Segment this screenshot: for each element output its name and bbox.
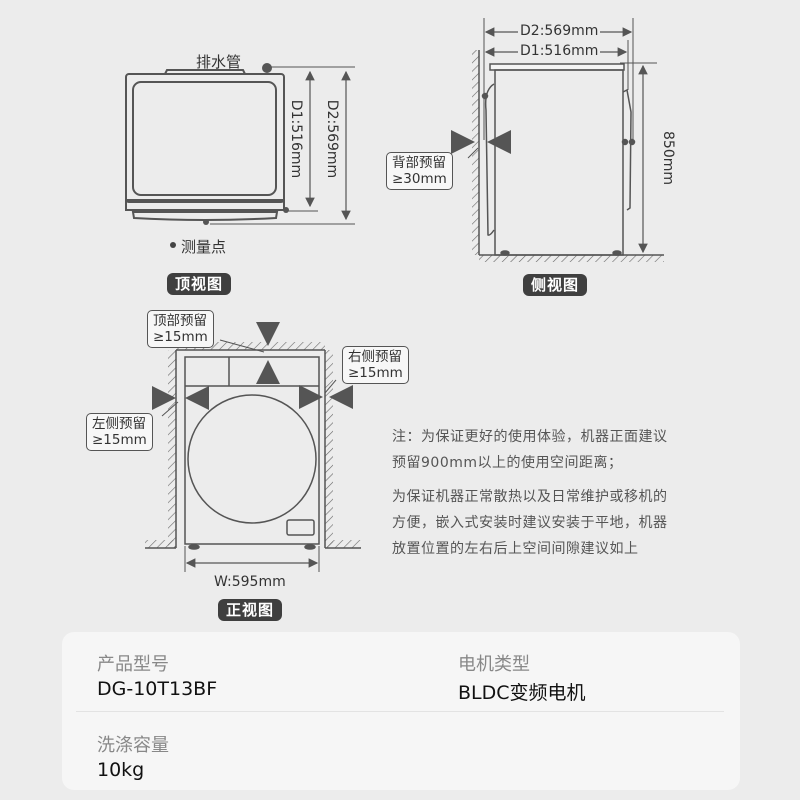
width-dimension-label: W:595mm bbox=[214, 574, 286, 590]
top-view-title: 顶视图 bbox=[167, 273, 232, 295]
note2-line2: 方便，嵌入式安装时建议安装于平地，机器 bbox=[392, 515, 668, 531]
front-view-drawing bbox=[145, 322, 361, 572]
note-front-space: 注：为保证更好的使用体验，机器正面建议 预留900mm以上的使用空间距离； bbox=[392, 424, 752, 476]
spec-model-value: DG-10T13BF bbox=[97, 678, 218, 700]
right-clearance-title: 右侧预留 bbox=[348, 349, 402, 365]
spec-divider bbox=[76, 711, 724, 712]
right-clearance-value: ≥15mm bbox=[348, 365, 403, 381]
top-clearance-value: ≥15mm bbox=[153, 329, 208, 345]
back-clearance-value: ≥30mm bbox=[392, 171, 447, 187]
spec-motor-value: BLDC变频电机 bbox=[458, 682, 586, 704]
d1-dimension-label: D1:516mm bbox=[288, 97, 305, 181]
note-clearance: 为保证机器正常散热以及日常维护或移机的 方便，嵌入式安装时建议安装于平地，机器 … bbox=[392, 484, 752, 562]
side-view-drawing bbox=[451, 18, 664, 262]
back-clearance-callout: 背部预留 ≥30mm bbox=[386, 152, 453, 190]
back-clearance-title: 背部预留 bbox=[392, 155, 446, 171]
measure-point-label: 测量点 bbox=[181, 238, 227, 256]
top-clearance-title: 顶部预留 bbox=[153, 313, 207, 329]
left-clearance-callout: 左侧预留 ≥15mm bbox=[86, 413, 153, 451]
height-dimension-label: 850mm bbox=[660, 131, 676, 185]
diagram-drawing bbox=[125, 18, 664, 572]
spec-capacity-value: 10kg bbox=[97, 759, 145, 781]
spec-capacity-label: 洗涤容量 bbox=[97, 735, 169, 756]
left-clearance-value: ≥15mm bbox=[92, 432, 147, 448]
note2-line3: 放置位置的左右后上空间间隙建议如上 bbox=[392, 541, 639, 557]
drain-pipe-label: 排水管 bbox=[196, 53, 242, 71]
top-clearance-callout: 顶部预留 ≥15mm bbox=[147, 310, 214, 348]
spec-card: 产品型号 DG-10T13BF 电机类型 BLDC变频电机 洗涤容量 10kg bbox=[62, 632, 740, 790]
installation-diagram: 排水管 D1:516mm D2:569mm 测量点 顶视图 D2:569mm D… bbox=[86, 18, 752, 621]
side-d2-dimension-label: D2:569mm bbox=[518, 23, 601, 39]
left-clearance-title: 左侧预留 bbox=[92, 416, 146, 432]
side-d1-dimension-label: D1:516mm bbox=[518, 43, 601, 59]
spec-model-label: 产品型号 bbox=[97, 654, 169, 675]
front-view-title: 正视图 bbox=[218, 599, 283, 621]
note1-line1: 注：为保证更好的使用体验，机器正面建议 bbox=[392, 429, 668, 445]
side-view-title: 侧视图 bbox=[523, 274, 588, 296]
note2-line1: 为保证机器正常散热以及日常维护或移机的 bbox=[392, 489, 668, 505]
right-clearance-callout: 右侧预留 ≥15mm bbox=[342, 346, 409, 384]
note1-line2: 预留900mm以上的使用空间距离； bbox=[392, 455, 623, 471]
top-view-drawing bbox=[125, 63, 355, 225]
spec-motor-label: 电机类型 bbox=[458, 654, 530, 675]
d2-dimension-label: D2:569mm bbox=[324, 97, 341, 181]
measure-point-icon bbox=[170, 242, 176, 248]
